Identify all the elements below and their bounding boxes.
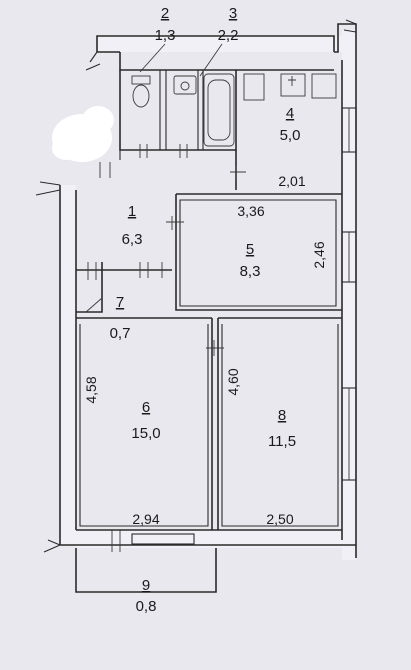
covered-spot — [52, 106, 114, 162]
room-5-number: 5 — [246, 241, 254, 258]
dim-room5-depth: 2,46 — [311, 241, 327, 268]
room-8-number: 8 — [278, 407, 286, 424]
windows-right — [341, 107, 357, 481]
dim-room5-width: 3,36 — [237, 203, 264, 219]
room-1-area: 6,3 — [122, 231, 143, 248]
interior-walls — [76, 150, 342, 530]
dim-room6-depth: 4,58 — [83, 376, 99, 403]
room-1-number: 1 — [128, 203, 136, 220]
room-7-area: 0,7 — [110, 325, 131, 342]
room-3-number: 3 — [229, 5, 237, 22]
room-4-area: 5,0 — [280, 127, 301, 144]
room-9-area: 0,8 — [136, 598, 157, 615]
dim-room6-width: 2,94 — [132, 511, 159, 527]
room-6-area: 15,0 — [131, 425, 160, 442]
balcony — [75, 530, 217, 593]
dim-room8-width: 2,50 — [266, 511, 293, 527]
room-5-area: 8,3 — [240, 263, 261, 280]
room-labels: 2 1,3 3 2,2 4 5,0 1 6,3 5 8,3 7 0,7 6 15… — [110, 5, 301, 615]
kitchen-fixtures — [243, 73, 337, 101]
room-2-area: 1,3 — [155, 27, 176, 44]
room-6-number: 6 — [142, 399, 150, 416]
room-8-area: 11,5 — [268, 433, 296, 450]
room-7-number: 7 — [116, 294, 124, 311]
room-4-number: 4 — [286, 105, 294, 122]
dimension-labels: 2,01 3,36 2,46 4,58 4,60 2,94 2,50 — [83, 173, 327, 527]
room-9-number: 9 — [142, 577, 150, 594]
dim-kitchen-width: 2,01 — [278, 173, 305, 189]
dim-room8-depth: 4,60 — [225, 368, 241, 395]
wet-rooms — [119, 70, 237, 160]
room-2-number: 2 — [161, 5, 169, 22]
room-3-area: 2,2 — [218, 27, 239, 44]
